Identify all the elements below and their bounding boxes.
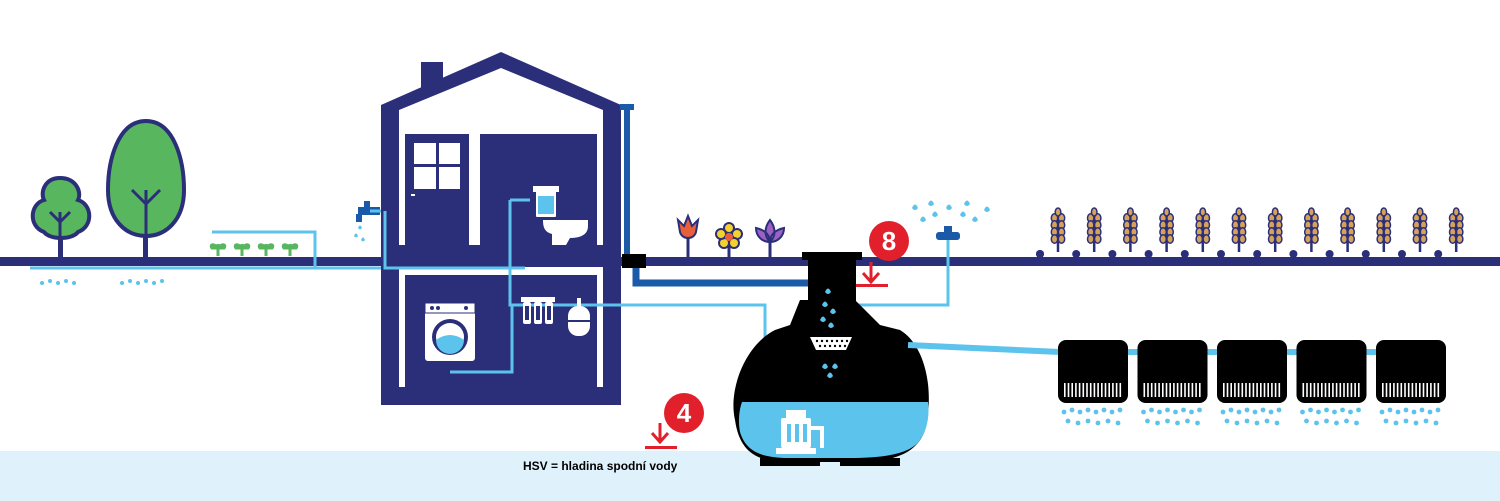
flower-icon (676, 213, 700, 257)
seedling-icon (281, 243, 299, 256)
depth-marker-icon (856, 262, 888, 287)
seedling-icon (209, 243, 227, 256)
infiltration-block-icon (1058, 340, 1128, 426)
seedling-bed (209, 230, 317, 267)
depth-marker-icon (645, 423, 677, 449)
water-filter-icon (521, 297, 555, 324)
flower-icon (754, 218, 786, 257)
infiltration-block-icon (1296, 340, 1367, 426)
depth-badge-8: 8 (882, 226, 896, 256)
infiltration-block-icon (1376, 340, 1446, 426)
seedling-icon (233, 243, 251, 256)
downpipe (620, 104, 646, 268)
sprinkler-icon (858, 200, 990, 307)
depth-marker-8: 8 (856, 221, 909, 287)
wheat-icon (1325, 207, 1356, 258)
wheat-icon (1144, 207, 1175, 258)
wheat-row (1036, 207, 1464, 258)
wheat-icon (1434, 207, 1464, 258)
tree-icon (105, 118, 187, 260)
wheat-icon (1072, 207, 1102, 258)
infiltration-block-icon (1217, 340, 1287, 426)
groundwater-band (0, 451, 1500, 501)
hsv-legend: HSV = hladina spodní vody (523, 459, 678, 473)
depth-marker-4: 4 (645, 393, 704, 449)
wheat-icon (1289, 207, 1319, 258)
seedling-icon (257, 243, 275, 256)
rainwater-tank-icon (733, 252, 929, 466)
depth-badge-4: 4 (677, 398, 692, 428)
submersible-pump-icon (776, 410, 824, 454)
inflow-pipe (632, 268, 829, 290)
wheat-icon (1217, 207, 1247, 258)
wheat-icon (1036, 207, 1066, 258)
wheat-icon (1398, 207, 1428, 258)
wheat-icon (1253, 207, 1283, 258)
garden-tap-icon (354, 201, 385, 242)
ground-line (0, 257, 1500, 266)
wheat-icon (1361, 207, 1392, 258)
infiltration-block-icon (1137, 340, 1208, 426)
flower-icon (715, 222, 743, 257)
subsurface-irrigation-line (30, 266, 385, 285)
door-icon (411, 194, 415, 196)
tree-icon (30, 175, 92, 260)
wheat-icon (1108, 207, 1138, 258)
washing-machine-icon (424, 302, 476, 361)
wheat-icon (1180, 207, 1211, 258)
window-icon (414, 143, 460, 189)
infiltration-blocks (1058, 340, 1446, 426)
pressure-vessel-icon (568, 298, 590, 336)
toilet-icon (533, 186, 588, 245)
